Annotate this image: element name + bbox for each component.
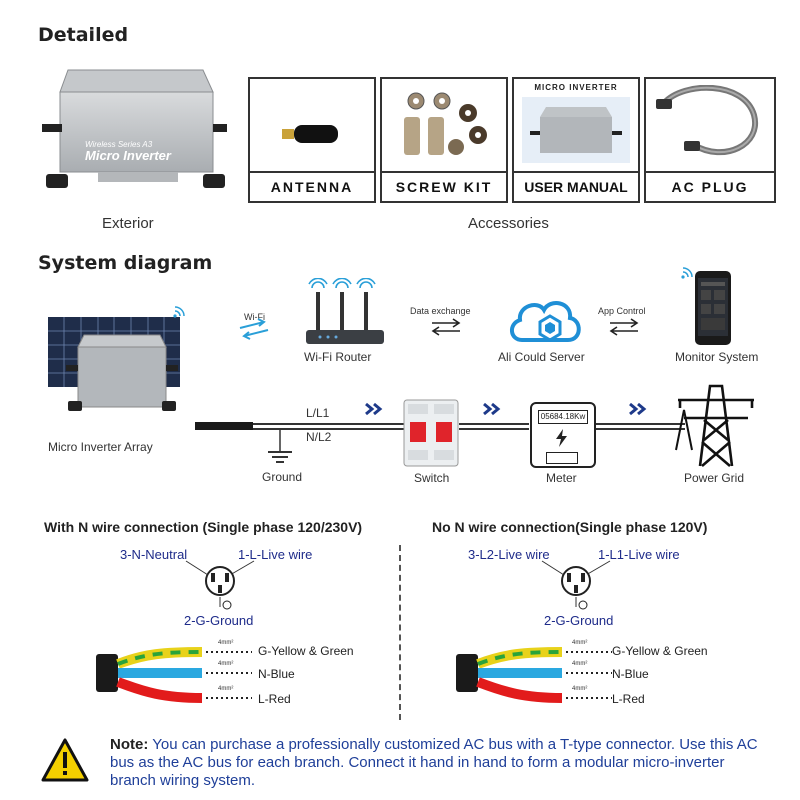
right-connection-title: No N wire connection(Single phase 120V) (432, 519, 708, 535)
accessory-screw-kit-label: SCREW KIT (382, 171, 506, 201)
right-wire-label-g: G-Yellow & Green (612, 644, 708, 658)
left-pin-ground: 2-G-Ground (184, 613, 254, 628)
wifi-signal-icon (173, 306, 185, 318)
accessory-ac-plug: AC PLUG (644, 77, 776, 203)
phone-wifi-icon (681, 267, 693, 279)
left-wire-size-g: 4mm² (218, 640, 234, 646)
line-l-l1-label: L/L1 (306, 406, 330, 420)
monitor-phone-icon (695, 271, 731, 345)
left-pin-live: 1-L-Live wire (238, 547, 313, 562)
system-heading: System diagram (38, 252, 213, 274)
left-cable-wires (96, 647, 252, 703)
array-label: Micro Inverter Array (48, 440, 153, 454)
flow-chevron-icon (365, 402, 383, 416)
right-connector-diagram (541, 560, 611, 610)
accessory-screw-kit: SCREW KIT (380, 77, 508, 203)
lightning-icon (556, 429, 567, 447)
ground-label: Ground (262, 470, 303, 484)
meter-icon: 05684.18Kw (530, 402, 596, 468)
flow-chevron-icon (483, 402, 501, 416)
breaker-switch-icon (403, 399, 459, 467)
wifi-exchange-arrows-icon (239, 318, 269, 340)
left-wire-label-l: L-Red (258, 692, 291, 706)
right-pin-l1: 1-L1-Live wire (598, 547, 680, 562)
ac-plug-icon (656, 85, 759, 156)
left-connector-diagram (185, 560, 255, 610)
monitor-label: Monitor System (675, 350, 759, 364)
wifi-label: Wi-Fi (244, 312, 265, 322)
exterior-product-name: Micro Inverter (85, 148, 171, 163)
grid-label: Power Grid (684, 471, 745, 485)
router-label: Wi-Fi Router (304, 350, 372, 364)
manual-cover-icon (522, 97, 630, 163)
note-text: You can purchase a professionally custom… (110, 736, 758, 789)
right-cable-wires (456, 647, 612, 703)
warning-icon (41, 738, 89, 782)
antenna-icon (282, 125, 338, 143)
app-control-arrows-icon (609, 318, 639, 336)
accessories-caption: Accessories (468, 215, 549, 232)
wifi-router-icon (306, 278, 384, 344)
accessory-antenna: ANTENNA (248, 77, 376, 203)
right-wire-label-n: N-Blue (612, 667, 649, 681)
detailed-heading: Detailed (38, 24, 129, 46)
right-wire-size-l: 4mm² (572, 686, 588, 692)
power-grid-tower-icon (675, 384, 754, 467)
screw-kit-icon (404, 92, 487, 155)
data-exchange-arrows-icon (431, 318, 461, 336)
section-divider (399, 545, 401, 720)
line-n-l2-label: N/L2 (306, 430, 332, 444)
note-prefix: Note: (110, 736, 149, 753)
app-control-label: App Control (598, 306, 646, 316)
right-pin-l2: 3-L2-Live wire (468, 547, 550, 562)
left-pin-neutral: 3-N-Neutral (120, 547, 188, 562)
note-block: Note: You can purchase a professionally … (110, 736, 770, 790)
right-pin-ground: 2-G-Ground (544, 613, 614, 628)
right-wire-size-n: 4mm² (572, 661, 588, 667)
exterior-image (38, 64, 228, 204)
flow-chevron-icon (629, 402, 647, 416)
accessory-user-manual-label: USER MANUAL (514, 171, 638, 201)
accessory-ac-plug-label: AC PLUG (646, 171, 774, 201)
micro-inverter-array-image (48, 317, 180, 411)
left-wire-size-l: 4mm² (218, 686, 234, 692)
data-exchange-label: Data exchange (410, 306, 471, 316)
manual-top-text: MICRO INVERTER (534, 83, 618, 92)
left-wire-label-n: N-Blue (258, 667, 295, 681)
server-label: Ali Could Server (498, 350, 585, 364)
meter-label: Meter (546, 471, 577, 485)
cloud-server-icon (510, 301, 581, 342)
accessory-user-manual: MICRO INVERTER USER MANUAL (512, 77, 640, 203)
exterior-caption: Exterior (102, 215, 154, 232)
meter-reading: 05684.18Kw (538, 410, 588, 424)
exterior-series-text: Wireless Series A3 (85, 140, 153, 149)
power-line-wires (195, 422, 685, 463)
accessory-antenna-label: ANTENNA (250, 171, 374, 201)
right-wire-label-l: L-Red (612, 692, 645, 706)
left-wire-label-g: G-Yellow & Green (258, 644, 354, 658)
left-connection-title: With N wire connection (Single phase 120… (44, 519, 363, 535)
left-wire-size-n: 4mm² (218, 661, 234, 667)
right-wire-size-g: 4mm² (572, 640, 588, 646)
switch-label: Switch (414, 471, 450, 485)
